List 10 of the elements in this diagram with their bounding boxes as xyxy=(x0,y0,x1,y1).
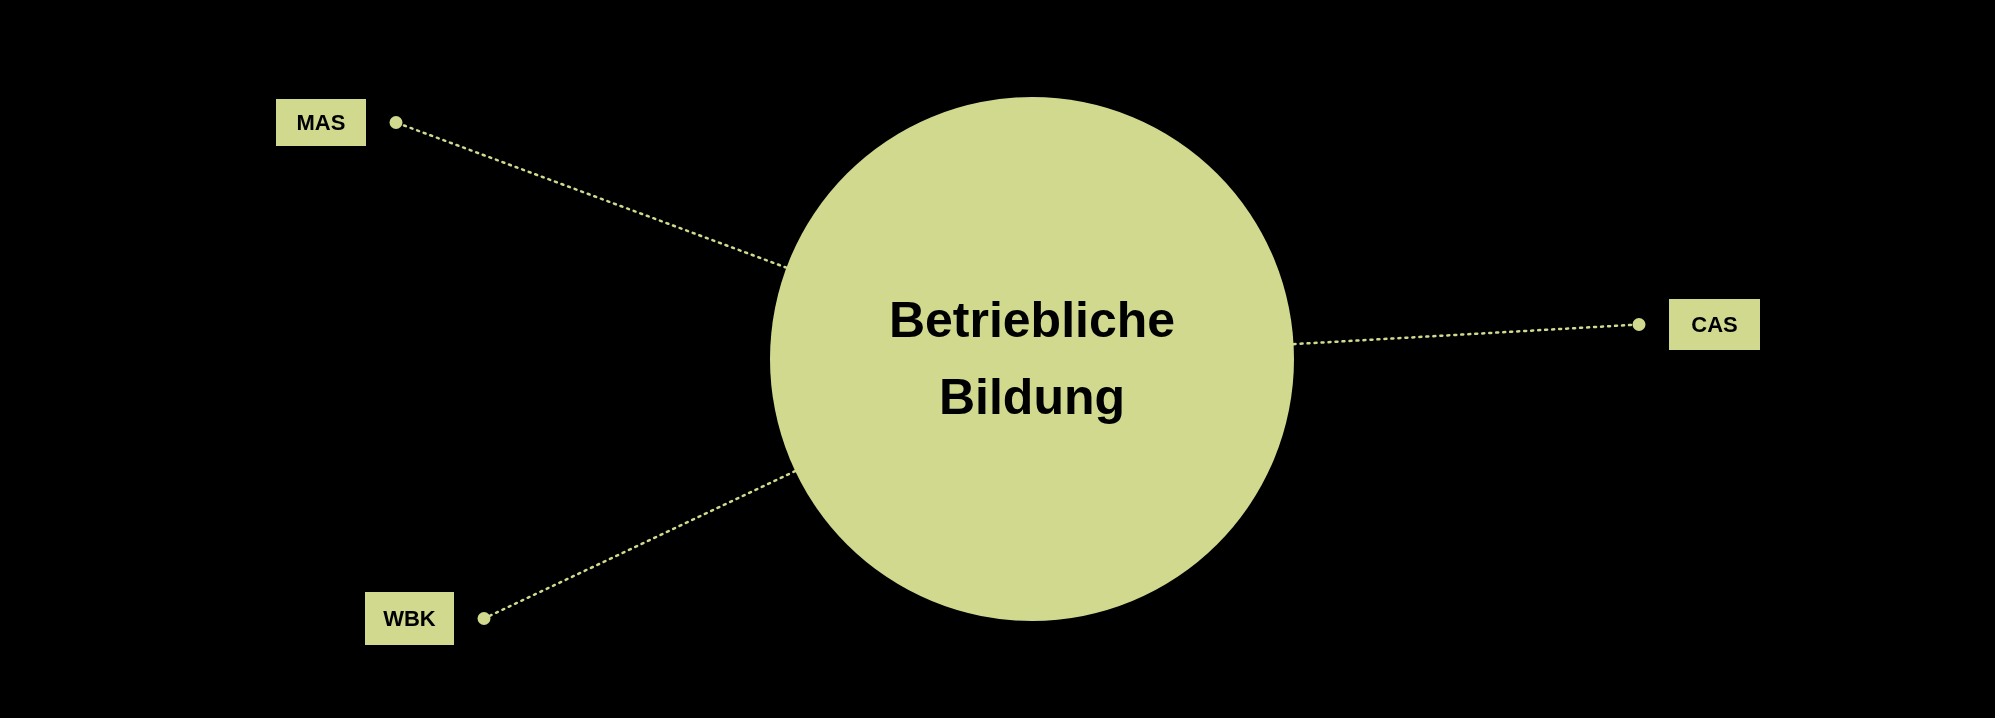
dotted-connector xyxy=(1292,318,1646,346)
label-text: MAS xyxy=(296,109,346,137)
dotted-connector xyxy=(389,116,788,269)
label-text: WBK xyxy=(383,605,436,633)
dotted-connector xyxy=(477,469,797,625)
label-text: CAS xyxy=(1691,311,1738,339)
label-box xyxy=(365,592,454,645)
topic-title: Betriebliche Bildung xyxy=(887,290,1177,427)
label-box xyxy=(276,99,366,146)
label-box xyxy=(1669,299,1760,350)
